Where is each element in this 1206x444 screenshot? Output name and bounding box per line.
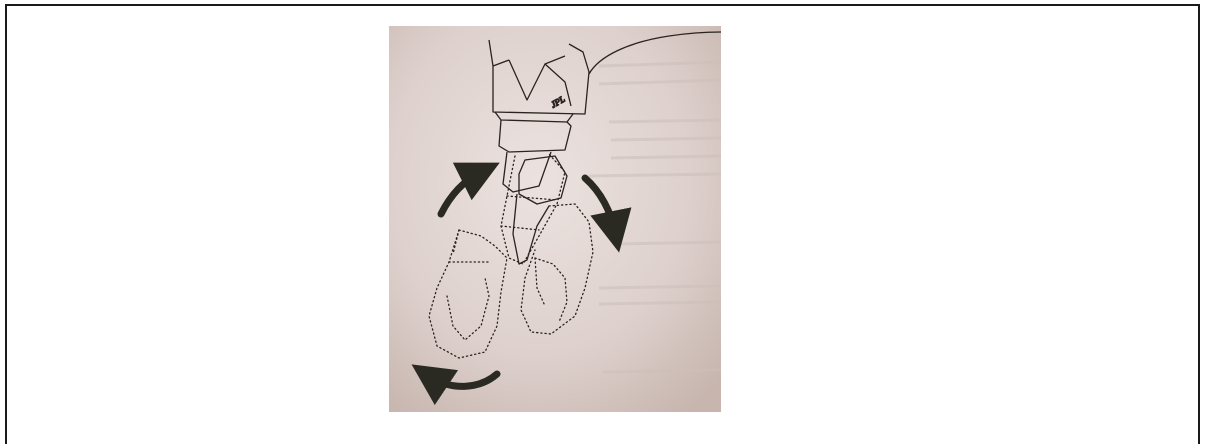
tooth-illustration: JPL [389, 26, 721, 412]
paper-background [389, 26, 721, 412]
illustration-svg: JPL [389, 26, 721, 412]
